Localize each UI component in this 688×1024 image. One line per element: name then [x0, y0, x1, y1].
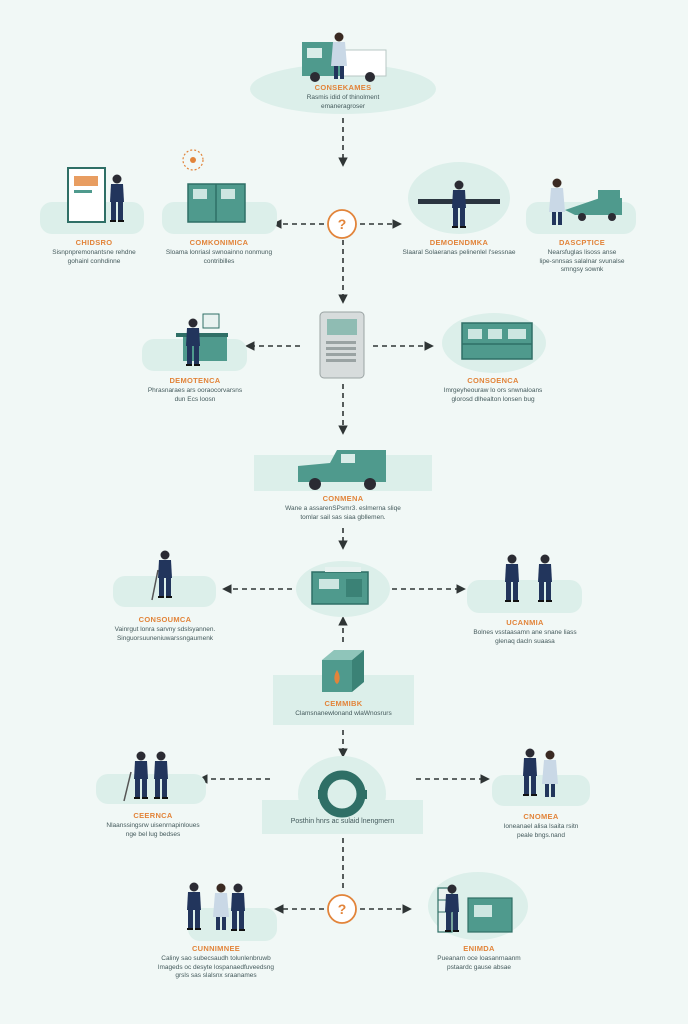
machine-icon [311, 567, 369, 605]
node-title: DEMOENDMKA [429, 238, 489, 247]
node-desc-line: Wane a assarenSPsmr3. eslmerna sliqe [285, 505, 401, 512]
node-title: DEMOTENCA [169, 376, 221, 385]
node-caption-demoendmka: DEMOENDMKA Slaaral Solaeranas pelinenlel… [398, 238, 520, 258]
node-dascptice-illustration [526, 178, 636, 234]
node-enimda-illustration [428, 872, 528, 940]
node-caption-consoenca: CONSOENCA Imrgeyheouraw lo ors snwnaloan… [428, 376, 558, 404]
node-desc-line: Rasmis idid of thinolment [306, 94, 380, 101]
node-title: CHIDSRO [75, 238, 113, 247]
node-demoendmka-illustration [408, 162, 510, 234]
connectors [198, 118, 490, 914]
node-title: UCANMIA [506, 618, 544, 627]
node-comkonimica-illustration [162, 149, 277, 234]
node-title: CONSOENCA [467, 376, 519, 385]
decision-hub-1: ? [327, 209, 357, 239]
node-desc-line: Ioneanael alisa lsaita rsitn [503, 823, 579, 830]
node-ucanmia-illustration [467, 554, 582, 613]
node-desc-line: tomlar sail sas siaa gbllemen. [300, 513, 386, 521]
node-caption-cnomea: CNOMEA Ioneanael alisa lsaita rsitn peal… [482, 812, 600, 840]
package-box-icon [322, 650, 364, 692]
node-title: CONSOUMCA [138, 615, 192, 624]
node-title: CUNNIMNEE [191, 944, 241, 953]
ring-icon [318, 770, 367, 818]
question-mark-icon: ? [338, 216, 347, 232]
node-title: CONSEKAMES [314, 83, 372, 92]
node-title: CNOMEA [523, 812, 559, 821]
node-desc-line: Bolnes vsstaasamn ane snane liass [473, 629, 577, 636]
node-title: CEERNCA [133, 811, 173, 820]
node-desc-line: glenaq dacln suaasa [495, 637, 555, 645]
node-caption-chidsro: CHIDSRO Sisnpnpremonantsne rehdne gohain… [34, 238, 154, 266]
node-title: CONMENA [322, 494, 364, 503]
node-desc-line: lmageds oc desyte lospanaedfuveedsng [158, 963, 274, 971]
node-desc-line: pstaardc gause absae [447, 963, 511, 971]
node-consekames-illustration [250, 32, 436, 114]
machine-node-illustration [296, 561, 390, 617]
node-desc-line: Sloama lonriasl swnoainno nonmung [165, 249, 273, 256]
node-consoenca-illustration [442, 313, 546, 373]
node-desc-line: nge bel lug bedses [125, 830, 181, 838]
node-caption-comkonimica: COMKONIMICA Sloama lonriasl swnoainno no… [158, 238, 280, 266]
node-desc-line: Singuorsuuneniuwarssngaumenk [116, 634, 214, 642]
node-title: ENIMDA [463, 944, 495, 953]
node-cemmibk-illustration [273, 650, 414, 725]
node-desc-line: Phrasnaraes ars ooraocorvarsns [147, 387, 243, 394]
node-caption-ucanmia: UCANMIA Bolnes vsstaasamn ane snane lias… [466, 618, 584, 646]
node-desc-line: glorosd dlhealton lonsen bug [451, 395, 535, 403]
node-desc-line: gohainl conhdinne [67, 257, 121, 265]
node-desc-line: dun Ecs loosn [174, 395, 216, 403]
node-demotenca-illustration [142, 313, 247, 371]
node-desc-line: Pueanarn oce loasanrnaanm [437, 955, 521, 962]
node-desc-line: Sisnpnpremonantsne rehdne [52, 249, 136, 256]
node-caption-demotenca: DEMOTENCA Phrasnaraes ars ooraocorvarsns… [134, 376, 256, 404]
node-desc-line: Vainrgut lonra sarvny sdslsyannen. [114, 626, 216, 633]
decision-hub-2: ? [327, 894, 357, 924]
node-title: COMKONIMICA [189, 238, 249, 247]
factory-equipment-icon [437, 887, 513, 933]
vehicle-icon [565, 190, 622, 221]
settings-gear-icon [182, 149, 204, 171]
node-desc-line: Imrgeyheouraw lo ors snwnaloans [443, 387, 543, 394]
node-chidsro-illustration [40, 167, 144, 234]
node-desc-line: grsls sas slalsnx sraanames [175, 972, 257, 979]
van-icon [298, 450, 386, 490]
node-caption-consekames: CONSEKAMES Rasmis idid of thinolment ema… [263, 83, 423, 111]
node-caption-dascptice: DASCPTICE Nearsfuglas lisoss anse lipe-s… [526, 238, 638, 275]
kiosk-terminal-icon [319, 311, 365, 379]
node-desc-line: Clamsnanewlonand wlaWnosrurs [295, 710, 392, 717]
node-caption-cemmibk: CEMMIBK Clamsnanewlonand wlaWnosrurs [275, 699, 412, 719]
question-mark-icon: ? [338, 901, 347, 917]
node-title: CEMMIBK [324, 699, 363, 708]
node-title: DASCPTICE [558, 238, 606, 247]
cabinet-icon [187, 183, 246, 223]
node-ceernca-illustration [96, 751, 206, 804]
node-title: Posthin hnrs ac sulaid lnengmern [290, 818, 395, 825]
node-cnomea-illustration [492, 748, 590, 806]
node-desc-line: smngsy sownk [560, 266, 604, 273]
node-conmena-illustration [254, 450, 432, 491]
node-caption-conmena: CONMENA Wane a assarenSPsmr3. eslmerna s… [258, 494, 428, 522]
node-consoumca-illustration [113, 550, 216, 607]
node-desc-line: lipe-snnsas salalnar svunalse [539, 257, 625, 265]
shelving-unit-icon [461, 322, 533, 360]
presentation-board-icon [67, 167, 106, 223]
node-desc-line: Slaaral Solaeranas pelinenlel l'sessnae [402, 249, 516, 256]
node-caption-consoumca: CONSOUMCA Vainrgut lonra sarvny sdslsyan… [100, 615, 230, 643]
node-caption-cunnimnee: CUNNIMNEE Caliny sao subecsaudh tolunlen… [150, 944, 282, 981]
node-desc-line: contribilles [203, 257, 235, 265]
node-caption-ring: Posthin hnrs ac sulaid lnengmern [264, 818, 421, 827]
node-desc-line: Caliny sao subecsaudh tolunlenbruwb [161, 955, 271, 962]
node-ring-illustration [262, 756, 423, 834]
node-desc-line: Nlaanssingsrw uisenrnapinloues [106, 822, 200, 829]
reception-desk-icon [176, 313, 228, 361]
node-desc-line: emaneragroser [320, 102, 366, 110]
node-desc-line: Nearsfuglas lisoss anse [547, 249, 617, 256]
node-caption-ceernca: CEERNCA Nlaanssingsrw uisenrnapinloues n… [90, 811, 216, 839]
node-desc-line: peale bngs.nand [516, 831, 566, 839]
node-caption-enimda: ENIMDA Pueanarn oce loasanrnaanm pstaard… [420, 944, 538, 972]
node-cunnimnee-illustration [187, 882, 277, 941]
